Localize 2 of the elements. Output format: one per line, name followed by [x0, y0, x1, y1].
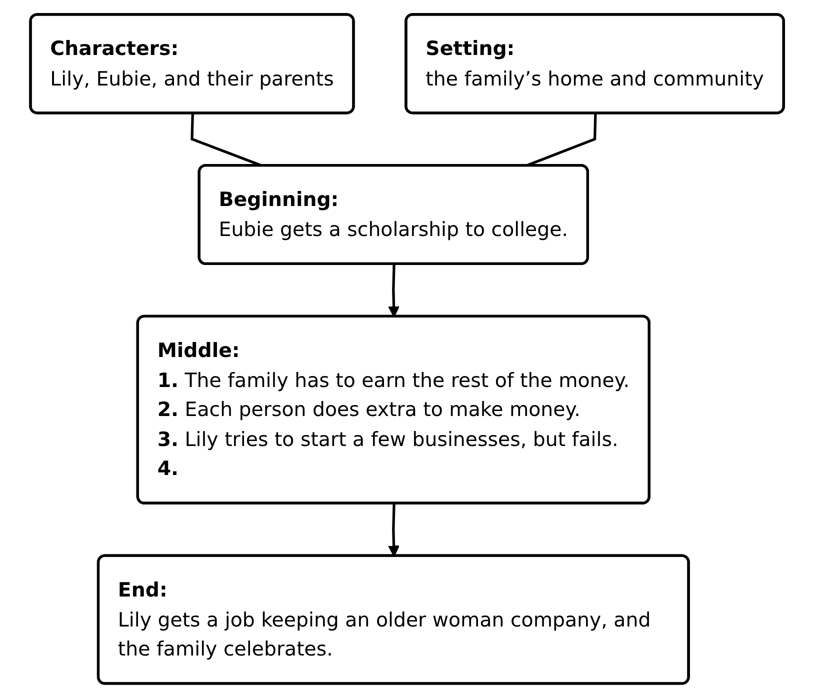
arrow	[388, 264, 400, 317]
arrow	[388, 503, 400, 556]
